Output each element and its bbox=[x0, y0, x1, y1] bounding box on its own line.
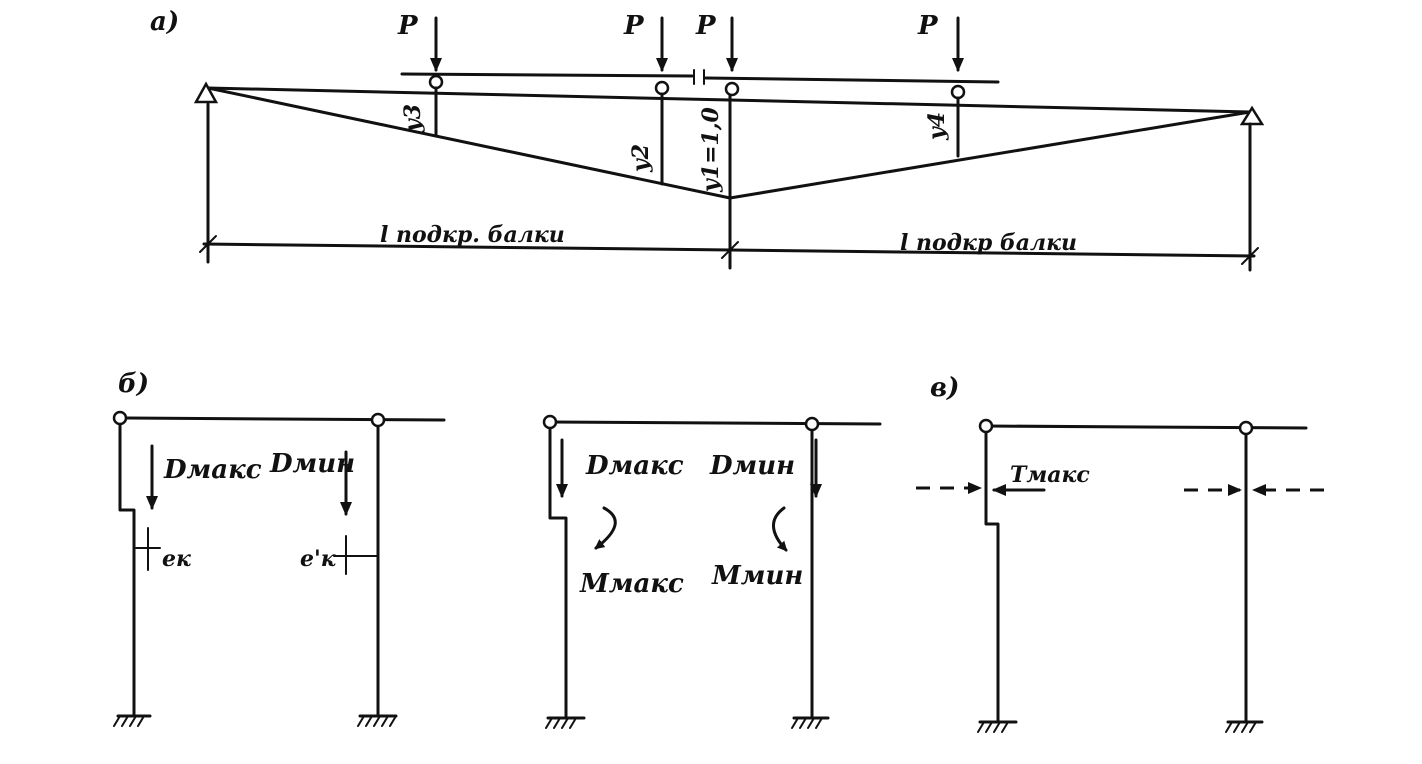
dim-tick-left bbox=[199, 235, 217, 253]
d-max-label: Dмакс bbox=[163, 455, 262, 485]
panel-a: а) P P P P y3 y2 bbox=[150, 7, 1265, 272]
frame-b2-left-column bbox=[548, 420, 568, 720]
load-label-4: P bbox=[917, 11, 939, 41]
moment-max-arrow bbox=[594, 506, 617, 550]
d-max-label-2: Dмакс bbox=[585, 451, 684, 481]
frame-b2-top-bar bbox=[548, 420, 882, 426]
frame-b1-hinge-left bbox=[112, 410, 128, 426]
frame-v-hinge-right bbox=[1238, 420, 1254, 436]
moment-min-arrow bbox=[772, 506, 788, 552]
d-min-label: Dмин bbox=[269, 449, 355, 479]
frame-b2-hinge-left bbox=[542, 414, 558, 430]
dim-tick-mid bbox=[721, 241, 739, 259]
wheel-2 bbox=[654, 80, 670, 96]
load-label-3: P bbox=[695, 11, 717, 41]
frame-b2-hinge-right bbox=[804, 416, 820, 432]
dim-tick-right bbox=[1241, 247, 1259, 265]
crane-bar-right bbox=[704, 76, 1000, 84]
span-label-left: l подкр. балки bbox=[380, 222, 565, 248]
panel-v: в) Tмакс bbox=[916, 373, 1324, 733]
panel-b: б) Dмакс Dмин eк e'к bbox=[112, 369, 882, 729]
wheel-3 bbox=[724, 81, 740, 97]
frame-v-hatch-left bbox=[977, 721, 1009, 733]
ordinate-label-y4: y4 bbox=[924, 112, 950, 141]
frame-b-right: Dмакс Dмин Mмакс Mмин bbox=[542, 414, 882, 729]
frame-b1-top-bar bbox=[118, 416, 446, 422]
frame-b1-hinge-right bbox=[370, 412, 386, 428]
frame-b2-hatch-left bbox=[545, 717, 577, 729]
support-left bbox=[193, 81, 219, 104]
frame-b1-hatch-left bbox=[113, 715, 145, 727]
ordinate-label-y1: y1=1,0 bbox=[698, 107, 724, 193]
span-label-right: l подкр балки bbox=[900, 230, 1077, 256]
e-k-prime-label: e'к bbox=[300, 546, 336, 572]
d-min-label-2: Dмин bbox=[709, 451, 795, 481]
e-k-label: eк bbox=[162, 546, 191, 572]
frame-b1-left-column bbox=[118, 416, 136, 718]
t-max-label: Tмакс bbox=[1010, 462, 1090, 488]
support-right bbox=[1239, 105, 1265, 126]
panel-a-label: а) bbox=[150, 7, 179, 37]
wheel-1 bbox=[428, 74, 444, 90]
wheel-4 bbox=[950, 84, 966, 100]
ordinate-label-y3: y3 bbox=[400, 104, 426, 133]
frame-b1-hatch-right bbox=[357, 715, 397, 727]
frame-b-left: Dмакс Dмин eк e'к bbox=[112, 410, 446, 727]
crane-bar-left bbox=[400, 72, 694, 78]
frame-v-hinge-left bbox=[978, 418, 994, 434]
ordinate-label-y2: y2 bbox=[628, 144, 654, 173]
m-max-label: Mмакс bbox=[579, 569, 684, 599]
load-label-2: P bbox=[623, 11, 645, 41]
load-arrows bbox=[430, 16, 964, 72]
frame-v-top-bar bbox=[984, 424, 1308, 430]
panel-b-label: б) bbox=[118, 369, 149, 399]
frame-v-hatch-right bbox=[1225, 721, 1257, 733]
panel-v-label: в) bbox=[930, 373, 959, 403]
load-label-1: P bbox=[397, 11, 419, 41]
m-min-label: Mмин bbox=[711, 561, 803, 591]
frame-b2-hatch-right bbox=[791, 717, 823, 729]
frame-v-left-column bbox=[984, 424, 1000, 724]
